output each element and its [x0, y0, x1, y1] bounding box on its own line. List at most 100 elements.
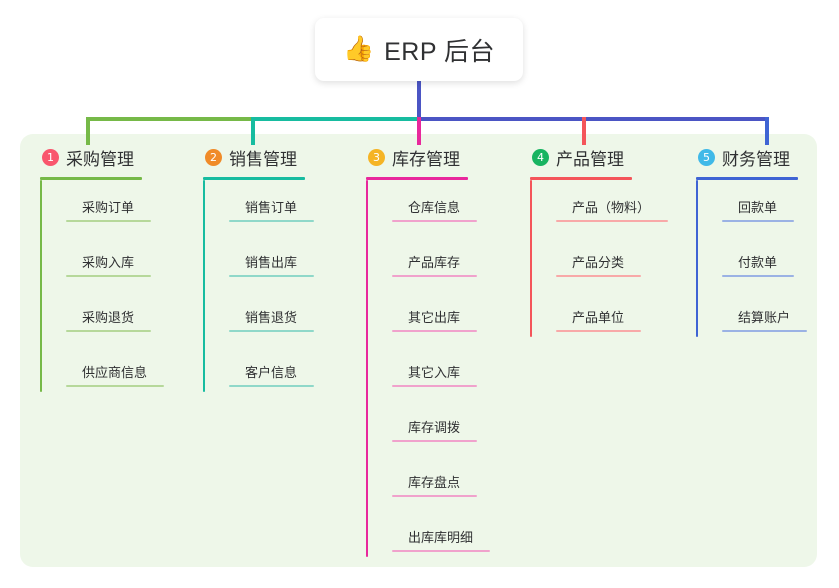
branch-item[interactable]: 产品库存	[392, 235, 477, 290]
branch-item-underline	[66, 275, 151, 277]
branch-number-badge: 4	[532, 148, 549, 166]
branch-title: 财务管理	[722, 149, 790, 169]
branch-underline	[530, 177, 632, 180]
branch-item-list: 仓库信息产品库存其它出库其它入库库存调拨库存盘点出库库明细	[366, 180, 490, 565]
branch-number-badge: 3	[368, 148, 385, 166]
branch-header-3[interactable]: 3 库存管理	[366, 144, 468, 170]
branch-item[interactable]: 产品（物料）	[556, 180, 668, 235]
branch-item-underline	[66, 220, 151, 222]
branch-item-underline	[392, 440, 477, 442]
branch-column-1: 1 采购管理采购订单采购入库采购退货供应商信息	[40, 144, 164, 400]
branch-item[interactable]: 销售出库	[229, 235, 314, 290]
branch-panel-background	[20, 134, 817, 567]
branch-item-underline	[66, 330, 151, 332]
branch-item-underline	[556, 220, 668, 222]
branch-stem-line	[530, 180, 532, 337]
branch-item-label: 回款单	[738, 200, 778, 215]
branch-underline	[203, 177, 305, 180]
branch-item-label: 采购订单	[82, 200, 135, 215]
branch-column-5: 5 财务管理回款单付款单结算账户	[696, 144, 807, 345]
thumbs-up-icon: 👍	[342, 35, 375, 63]
branch-item-label: 采购入库	[82, 255, 135, 270]
branch-item[interactable]: 销售订单	[229, 180, 314, 235]
branch-item-label: 其它入库	[408, 365, 461, 380]
branch-item[interactable]: 采购退货	[66, 290, 151, 345]
branch-title: 销售管理	[229, 149, 297, 169]
branch-item[interactable]: 仓库信息	[392, 180, 477, 235]
branch-stem-line	[696, 180, 698, 337]
branch-item-underline	[722, 275, 794, 277]
branch-item-label: 供应商信息	[82, 365, 148, 380]
branch-item-label: 其它出库	[408, 310, 461, 325]
branch-column-3: 3 库存管理仓库信息产品库存其它出库其它入库库存调拨库存盘点出库库明细	[366, 144, 490, 565]
branch-item-label: 客户信息	[245, 365, 298, 380]
branch-item-list: 产品（物料） 产品分类产品单位	[530, 180, 668, 345]
branch-item-label: 产品（物料）	[572, 200, 651, 215]
branch-item-list: 采购订单采购入库采购退货供应商信息	[40, 180, 164, 400]
branch-number-badge: 5	[698, 148, 715, 166]
branch-item-underline	[392, 275, 477, 277]
branch-item-underline	[229, 385, 314, 387]
branch-item-label: 产品单位	[572, 310, 625, 325]
branch-item[interactable]: 出库库明细	[392, 510, 490, 565]
branch-item-list: 销售订单销售出库销售退货客户信息	[203, 180, 314, 400]
branch-item-label: 结算账户	[738, 310, 791, 325]
branch-item[interactable]: 产品分类	[556, 235, 641, 290]
branch-item-label: 付款单	[738, 255, 778, 270]
branch-item-label: 销售出库	[245, 255, 298, 270]
branch-number-badge: 1	[42, 148, 59, 166]
branch-item-underline	[556, 330, 641, 332]
branch-item-label: 库存调拨	[408, 420, 461, 435]
branch-item-label: 销售订单	[245, 200, 298, 215]
branch-item-underline	[392, 330, 477, 332]
branch-title: 库存管理	[392, 149, 460, 169]
branch-item[interactable]: 其它入库	[392, 345, 477, 400]
root-title: ERP 后台	[384, 37, 496, 66]
branch-underline	[40, 177, 142, 180]
branch-item[interactable]: 销售退货	[229, 290, 314, 345]
branch-item[interactable]: 采购入库	[66, 235, 151, 290]
branch-item-label: 库存盘点	[408, 475, 461, 490]
branch-title: 采购管理	[66, 149, 134, 169]
branch-header-5[interactable]: 5 财务管理	[696, 144, 798, 170]
branch-item-label: 销售退货	[245, 310, 298, 325]
branch-underline	[696, 177, 798, 180]
branch-item-underline	[392, 220, 477, 222]
branch-item-underline	[722, 330, 807, 332]
branch-item[interactable]: 采购订单	[66, 180, 151, 235]
branch-item[interactable]: 供应商信息	[66, 345, 164, 400]
root-node[interactable]: 👍 ERP 后台	[315, 18, 523, 81]
branch-item[interactable]: 其它出库	[392, 290, 477, 345]
branch-item-underline	[229, 330, 314, 332]
branch-item-underline	[229, 275, 314, 277]
branch-item[interactable]: 付款单	[722, 235, 798, 290]
branch-item-underline	[392, 550, 490, 552]
branch-item[interactable]: 客户信息	[229, 345, 314, 400]
branch-item-label: 产品库存	[408, 255, 461, 270]
branch-stem-line	[40, 180, 42, 392]
branch-item[interactable]: 库存调拨	[392, 400, 477, 455]
branch-item-list: 回款单付款单结算账户	[696, 180, 807, 345]
branch-item[interactable]: 结算账户	[722, 290, 807, 345]
branch-header-1[interactable]: 1 采购管理	[40, 144, 142, 170]
branch-item-underline	[229, 220, 314, 222]
branch-stem-line	[366, 180, 368, 557]
branch-item-underline	[392, 385, 477, 387]
branch-item[interactable]: 库存盘点	[392, 455, 477, 510]
branch-column-4: 4 产品管理产品（物料） 产品分类产品单位	[530, 144, 668, 345]
branch-underline	[366, 177, 468, 180]
branch-item-label: 产品分类	[572, 255, 625, 270]
branch-title: 产品管理	[556, 149, 624, 169]
branch-header-4[interactable]: 4 产品管理	[530, 144, 632, 170]
branch-item[interactable]: 产品单位	[556, 290, 641, 345]
branch-item-underline	[66, 385, 164, 387]
branch-item-label: 采购退货	[82, 310, 135, 325]
branch-item-underline	[556, 275, 641, 277]
branch-stem-line	[203, 180, 205, 392]
branch-item-label: 仓库信息	[408, 200, 461, 215]
branch-item[interactable]: 回款单	[722, 180, 798, 235]
